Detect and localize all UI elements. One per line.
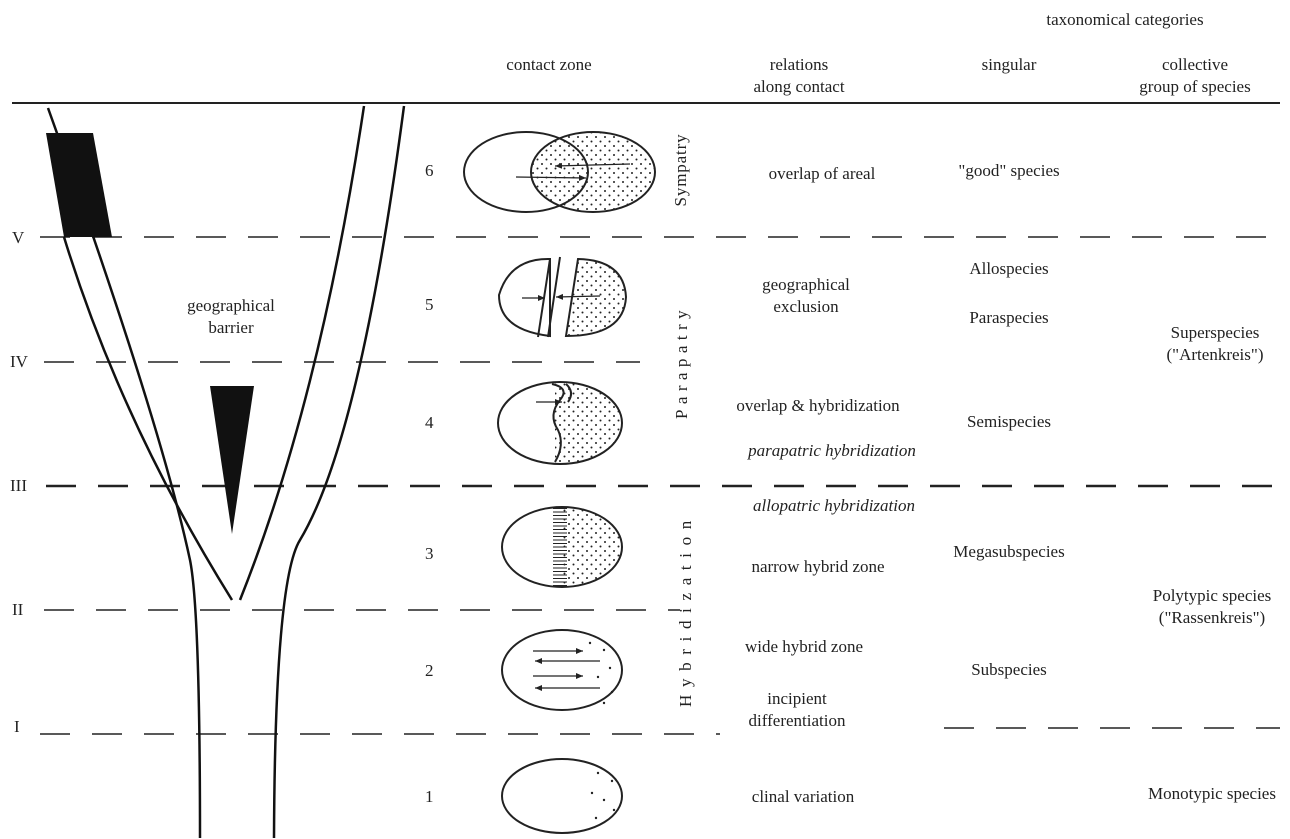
level-label-iv: IV [10,351,28,373]
stage-number-4: 4 [425,412,434,434]
relation-overlap-hybridization: overlap & hybridization [736,395,899,417]
contact-zone-1 [502,759,622,833]
stage-number-2: 2 [425,660,434,682]
singular-subspecies: Subspecies [971,659,1047,681]
singular-allospecies: Allospecies [969,258,1048,280]
stage-number-1: 1 [425,786,434,808]
contact-zone-3 [502,505,626,591]
contact-zone-5 [499,257,626,337]
side-label-sympatry: Sympatry [671,134,691,207]
barrier-wedge-middle [210,386,254,534]
funnel-outer-right [274,106,404,838]
contact-zone-6 [464,132,655,212]
singular-paraspecies: Paraspecies [969,307,1048,329]
singular-semispecies: Semispecies [967,411,1051,433]
barrier-label: geographical barrier [187,295,275,339]
header-collective: collective group of species [1139,54,1250,98]
relation-parapatric-hybridization: parapatric hybridization [748,440,916,462]
level-label-i: I [14,716,20,738]
collective-monotypic-species: Monotypic species [1148,783,1276,805]
funnel-inner-right [240,106,364,600]
side-label-hybridization: Hybridization [676,513,696,707]
level-label-iii: III [10,475,27,497]
relation-overlap-of-areal: overlap of areal [769,163,876,185]
header-singular: singular [982,54,1037,76]
stage-number-5: 5 [425,294,434,316]
collective-superspecies: Superspecies ("Artenkreis") [1167,322,1264,366]
header-taxonomical-categories: taxonomical categories [1046,9,1203,31]
stage-number-6: 6 [425,160,434,182]
singular-good-species: "good" species [958,160,1059,182]
relation-geographical-exclusion: geographical exclusion [762,274,850,318]
contact-zone-2 [502,630,622,710]
level-label-ii: II [12,599,23,621]
header-contact-zone: contact zone [506,54,591,76]
stage-number-3: 3 [425,543,434,565]
barrier-wedge-top [46,133,112,237]
contact-zone-4 [498,380,625,466]
singular-megasubspecies: Megasubspecies [953,541,1064,563]
relation-clinal-variation: clinal variation [752,786,854,808]
header-relations: relations along contact [753,54,844,98]
collective-polytypic-species: Polytypic species ("Rassenkreis") [1153,585,1272,629]
relation-incipient-differentiation: incipient differentiation [749,688,846,732]
funnel-inner-left [64,237,232,600]
relation-wide-hybrid-zone: wide hybrid zone [745,636,863,658]
relation-narrow-hybrid-zone: narrow hybrid zone [751,556,884,578]
level-label-v: V [12,227,24,249]
side-label-parapatry: Parapatry [672,305,692,419]
relation-allopatric-hybridization: allopatric hybridization [753,495,915,517]
